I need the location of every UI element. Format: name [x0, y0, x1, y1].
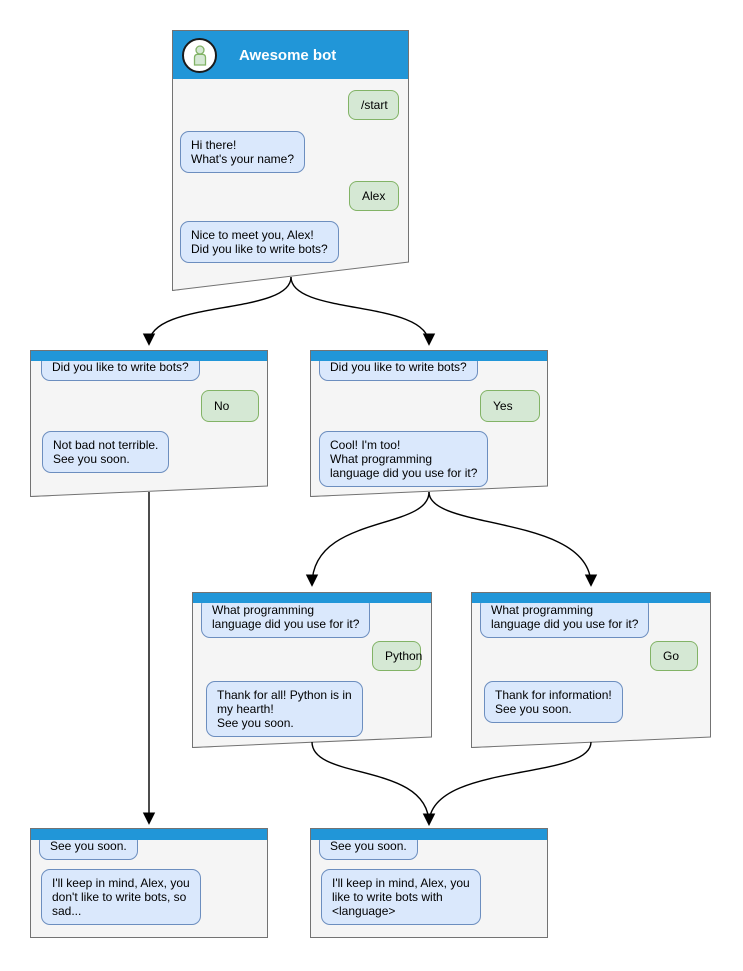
arrow-python-to-end-yes — [311, 741, 436, 826]
arrow-go-to-end-yes — [422, 741, 592, 826]
bot-message-bubble: Nice to meet you, Alex! Did you like to … — [180, 221, 339, 263]
chat-window-branch-yes: Did you like to write bots? Yes Cool! I'… — [310, 350, 548, 497]
chat-window-end-yes: See you soon. I'll keep in mind, Alex, y… — [310, 828, 548, 938]
user-message-bubble: Go — [650, 641, 698, 671]
chat-window-header — [311, 351, 547, 361]
arrow-branch-yes-to-python — [305, 491, 430, 587]
arrow-main-to-branch-no — [142, 276, 292, 346]
bot-avatar — [182, 38, 217, 73]
bot-message-bubble: Thank for all! Python is in my hearth! S… — [206, 681, 363, 737]
chat-window-branch-no: Did you like to write bots? No Not bad n… — [30, 350, 268, 497]
chat-window-start: Awesome bot /start Hi there! What's your… — [172, 30, 409, 291]
bot-message-bubble: I'll keep in mind, Alex, you like to wri… — [321, 869, 481, 925]
chat-window-header — [193, 593, 431, 603]
bot-name-title: Awesome bot — [239, 46, 337, 64]
arrow-branch-yes-to-go — [428, 491, 598, 587]
arrow-main-to-branch-yes — [290, 276, 436, 346]
user-message-bubble: Alex — [349, 181, 399, 211]
bot-message-bubble: What programming language did you use fo… — [201, 596, 370, 638]
user-message-bubble: /start — [348, 90, 399, 120]
chat-window-header — [472, 593, 710, 603]
bot-message-bubble: I'll keep in mind, Alex, you don't like … — [41, 869, 201, 925]
chat-window-header: Awesome bot — [173, 31, 408, 79]
user-message-bubble: Python — [372, 641, 421, 671]
chat-window-header — [31, 351, 267, 361]
chat-window-end-no: See you soon. I'll keep in mind, Alex, y… — [30, 828, 268, 938]
user-message-bubble: No — [201, 390, 259, 422]
bot-message-bubble: Thank for information! See you soon. — [484, 681, 623, 723]
person-icon — [188, 43, 212, 67]
bot-message-bubble: Cool! I'm too! What programming language… — [319, 431, 488, 487]
bot-message-bubble: Hi there! What's your name? — [180, 131, 305, 173]
user-message-bubble: Yes — [480, 390, 540, 422]
bot-message-bubble: Not bad not terrible. See you soon. — [42, 431, 169, 473]
chat-window-python: What programming language did you use fo… — [192, 592, 432, 748]
bot-message-bubble: What programming language did you use fo… — [480, 596, 649, 638]
chat-window-header — [311, 829, 547, 840]
chat-window-go: What programming language did you use fo… — [471, 592, 711, 748]
chat-window-header — [31, 829, 267, 840]
